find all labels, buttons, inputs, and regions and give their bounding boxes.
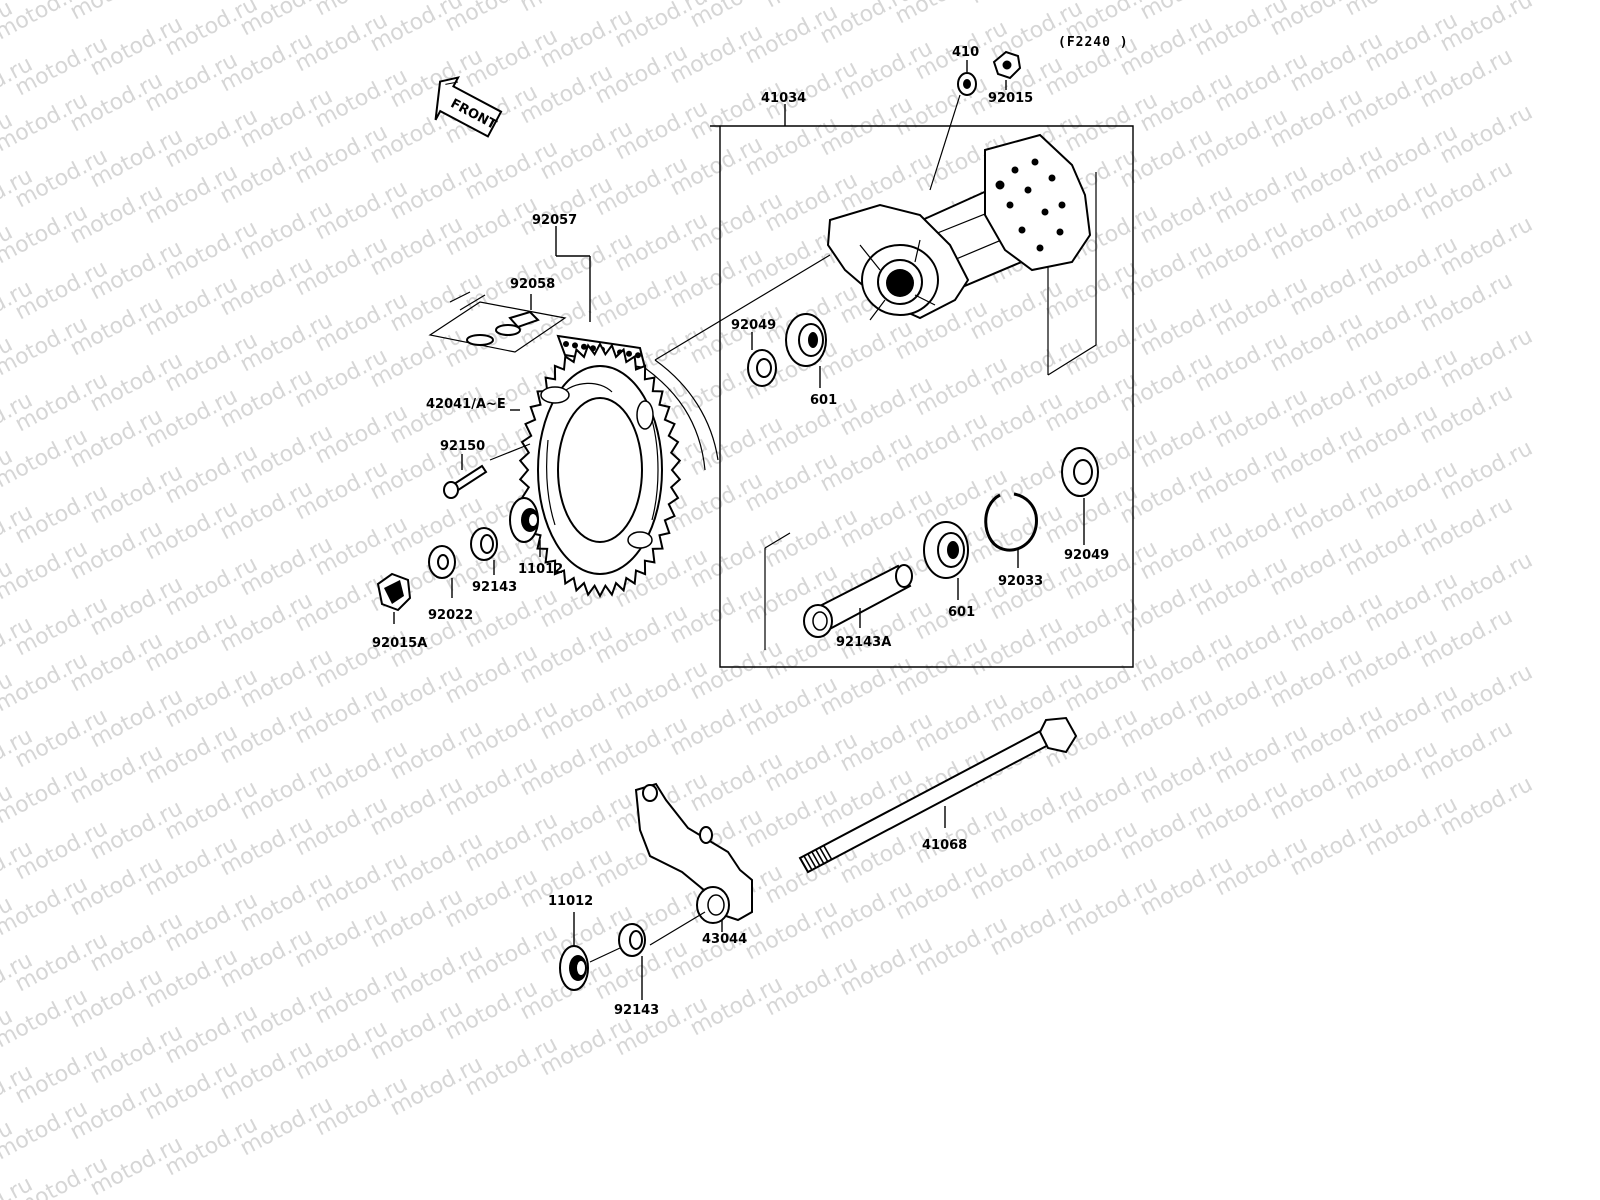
watermark: motod.ru	[1436, 0, 1537, 57]
diagram-code: (F2240 )	[1058, 35, 1129, 50]
label-92049-top: 92049	[731, 318, 776, 333]
label-410: 410	[952, 45, 979, 60]
label-92143-top: 92143	[472, 580, 517, 595]
label-11012-top: 11012	[518, 562, 563, 577]
top-washer-410	[929, 60, 977, 191]
label-43044: 43044	[702, 932, 747, 947]
label-92022: 92022	[428, 608, 473, 623]
axle-thread-line	[807, 853, 817, 869]
label-92015: 92015	[988, 91, 1033, 106]
washer-92022	[428, 545, 456, 598]
axle-thread-line	[811, 851, 821, 867]
chain-roller	[626, 350, 632, 357]
top-nut-92015	[992, 50, 1022, 90]
chain-roller	[635, 352, 641, 359]
collar-92143-top	[470, 527, 498, 575]
sprocket-bolt-92150	[443, 454, 488, 499]
label-41034: 41034	[761, 91, 806, 106]
label-41068: 41068	[922, 838, 967, 853]
hub-assembly-box	[710, 104, 1134, 668]
seal-92049-right	[1061, 447, 1099, 545]
label-601-bottom: 601	[948, 605, 975, 620]
bearing-601-bottom	[923, 521, 969, 600]
label-92057: 92057	[532, 213, 577, 228]
label-92049-right: 92049	[1064, 548, 1109, 563]
spacer-92143A	[803, 564, 913, 638]
chain-roller	[563, 341, 569, 347]
rear-hub	[826, 133, 1092, 321]
watermark: motod.ru	[1341, 0, 1442, 21]
bearing-601-top	[785, 313, 827, 388]
chain-roller	[581, 343, 587, 350]
label-92015A: 92015A	[372, 636, 427, 651]
circlip-92033	[984, 492, 1038, 568]
label-601-top: 601	[810, 393, 837, 408]
label-92058: 92058	[510, 277, 555, 292]
collar-11012-bottom	[559, 912, 589, 991]
inner-assembly-lines	[764, 172, 1097, 650]
label-92143-bottom: 92143	[614, 1003, 659, 1018]
axle-thread-line	[815, 849, 825, 865]
label-92033: 92033	[998, 574, 1043, 589]
rear-axle-41068	[798, 716, 1078, 874]
bracket-43044	[634, 782, 753, 946]
watermark: motod.ru	[516, 0, 617, 17]
part-labels: 410 92015 41034 92057 92058 92049 601 42…	[372, 45, 1109, 1018]
axle-thread-line	[799, 857, 809, 873]
label-92150: 92150	[440, 439, 485, 454]
seal-92049-top	[747, 332, 777, 387]
collar-92143-bottom	[618, 923, 646, 1000]
collar-11012-top	[509, 497, 541, 557]
label-92143A: 92143A	[836, 635, 891, 650]
axle-thread-line	[803, 855, 813, 871]
label-11012-bottom: 11012	[548, 894, 593, 909]
watermark-layer: motod.rumotod.rumotod.rumotod.rumotod.ru…	[0, 0, 1537, 1200]
rear-sprocket	[489, 341, 682, 599]
label-42041: 42041/A~E	[426, 397, 506, 412]
chain-roller	[572, 342, 578, 349]
nut-92015A	[376, 572, 412, 624]
axle-thread-line	[823, 845, 833, 861]
axle-thread-line	[819, 847, 829, 863]
